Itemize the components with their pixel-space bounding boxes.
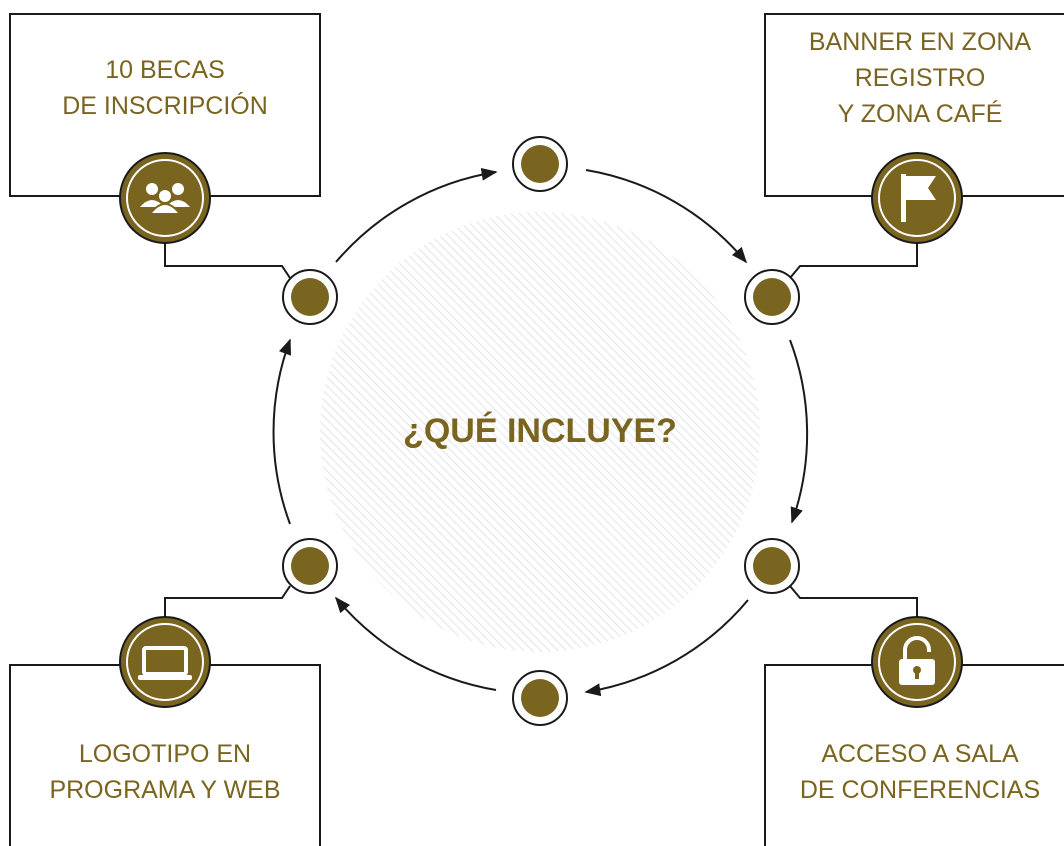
cycle-node-bottom bbox=[512, 670, 568, 726]
arrow-right-down bbox=[789, 339, 809, 524]
label-line: ACCESO A SALA bbox=[821, 740, 1019, 768]
arrow-left-up bbox=[272, 338, 292, 525]
lock-icon bbox=[871, 616, 963, 708]
flag-icon bbox=[871, 152, 963, 244]
cycle-node-lower-left bbox=[282, 538, 338, 594]
label-line: REGISTRO bbox=[854, 64, 986, 92]
arrow-bottom-to-left bbox=[334, 596, 497, 691]
connector-top-right bbox=[789, 236, 918, 279]
cycle-node-lower-right bbox=[744, 538, 800, 594]
label-logotipo: LOGOTIPO EN PROGRAMA Y WEB bbox=[10, 736, 320, 808]
label-becas: 10 BECAS DE INSCRIPCIÓN bbox=[10, 52, 320, 124]
label-line: PROGRAMA Y WEB bbox=[49, 776, 281, 804]
label-line: BANNER EN ZONA bbox=[808, 28, 1032, 56]
label-banner: BANNER EN ZONA REGISTRO Y ZONA CAFÉ bbox=[754, 24, 1064, 132]
cycle-node-upper-left bbox=[282, 269, 338, 325]
label-line: LOGOTIPO EN bbox=[78, 740, 252, 768]
connector-bottom-right bbox=[789, 585, 918, 620]
arrow-left-to-top bbox=[335, 167, 498, 263]
label-line: Y ZONA CAFÉ bbox=[837, 100, 1003, 128]
arrow-right-to-bottom bbox=[584, 599, 749, 697]
connector-bottom-left bbox=[164, 585, 291, 620]
page-title: ¿QUÉ INCLUYE? bbox=[403, 412, 677, 450]
laptop-icon bbox=[119, 616, 211, 708]
group-icon bbox=[119, 152, 211, 244]
center-hatched-disk bbox=[320, 212, 760, 652]
label-line: 10 BECAS bbox=[105, 56, 225, 84]
connector-top-left bbox=[164, 236, 291, 279]
label-acceso: ACCESO A SALA DE CONFERENCIAS bbox=[754, 736, 1064, 808]
cycle-node-top bbox=[512, 136, 568, 192]
arrow-top-to-right bbox=[585, 169, 748, 264]
label-line: DE CONFERENCIAS bbox=[799, 776, 1041, 804]
label-line: DE INSCRIPCIÓN bbox=[62, 92, 268, 120]
cycle-node-upper-right bbox=[744, 269, 800, 325]
